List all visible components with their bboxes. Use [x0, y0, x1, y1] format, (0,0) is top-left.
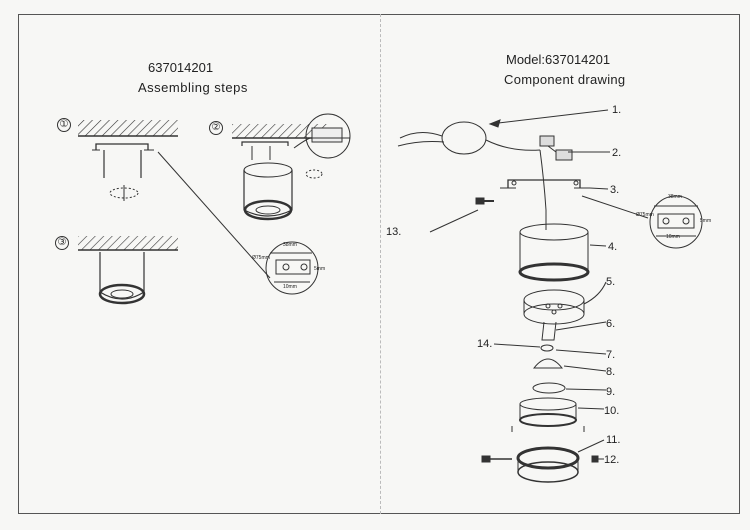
lamp-housing [518, 223, 590, 282]
left-dim-height: 10mm [283, 284, 297, 290]
left-dim-width: 38mm [283, 242, 297, 248]
part-label-12: 12. [604, 454, 620, 466]
part-label-9: 9. [606, 386, 616, 398]
mounting-bracket-step1 [92, 143, 154, 151]
screw-13 [475, 197, 494, 205]
downlight-step2 [243, 162, 293, 221]
part-label-3: 3. [610, 184, 620, 196]
part-label-6: 6. [606, 318, 616, 330]
left-dim-diameter: Ø75mm [252, 255, 270, 261]
assembling-steps-title: Assembling steps [138, 80, 248, 95]
right-dim-width: 38mm [668, 194, 682, 200]
terminal-connector [539, 135, 573, 161]
part-label-14: 14. [477, 338, 493, 350]
right-dim-height: 10mm [666, 234, 680, 240]
right-dim-diameter: Ø75mm [636, 212, 654, 218]
bracket-detail-circle-left [265, 241, 319, 295]
step-2-marker: ② [209, 121, 223, 135]
part-label-7: 7. [606, 349, 616, 361]
component-drawing-title: Component drawing [504, 72, 626, 87]
downlight-installed [98, 252, 146, 305]
page-border [18, 14, 740, 514]
part-label-2: 2. [612, 147, 622, 159]
power-driver [397, 121, 541, 155]
left-dim-slot: 5mm [314, 266, 326, 272]
terminal-detail-circle [305, 113, 351, 159]
mounting-bracket [500, 179, 590, 189]
right-model-number: Model:637014201 [506, 52, 611, 67]
part-label-5: 5. [606, 276, 616, 288]
ceiling-hatch-1 [78, 120, 178, 136]
ceiling-hatch-3 [78, 236, 178, 250]
part-label-4: 4. [608, 241, 618, 253]
bracket-detail-circle-right [649, 195, 703, 249]
rotate-arrow-1 [109, 187, 139, 199]
left-model-number: 637014201 [148, 60, 214, 75]
part-label-11: 11. [606, 434, 621, 446]
step-1-marker: ① [57, 118, 71, 132]
ceiling-hatch-2 [232, 124, 330, 138]
side-screws [481, 455, 599, 463]
front-trim [511, 397, 585, 432]
right-dim-slot: 5mm [700, 218, 712, 224]
step-3-marker: ③ [55, 236, 69, 250]
trim-ring [516, 446, 580, 483]
part-label-1: 1. [612, 104, 622, 116]
led-heatsink [523, 289, 585, 325]
part-label-13: 13. [386, 226, 402, 238]
part-label-10: 10. [604, 405, 620, 417]
fold-line [380, 14, 381, 514]
part-label-8: 8. [606, 366, 616, 378]
